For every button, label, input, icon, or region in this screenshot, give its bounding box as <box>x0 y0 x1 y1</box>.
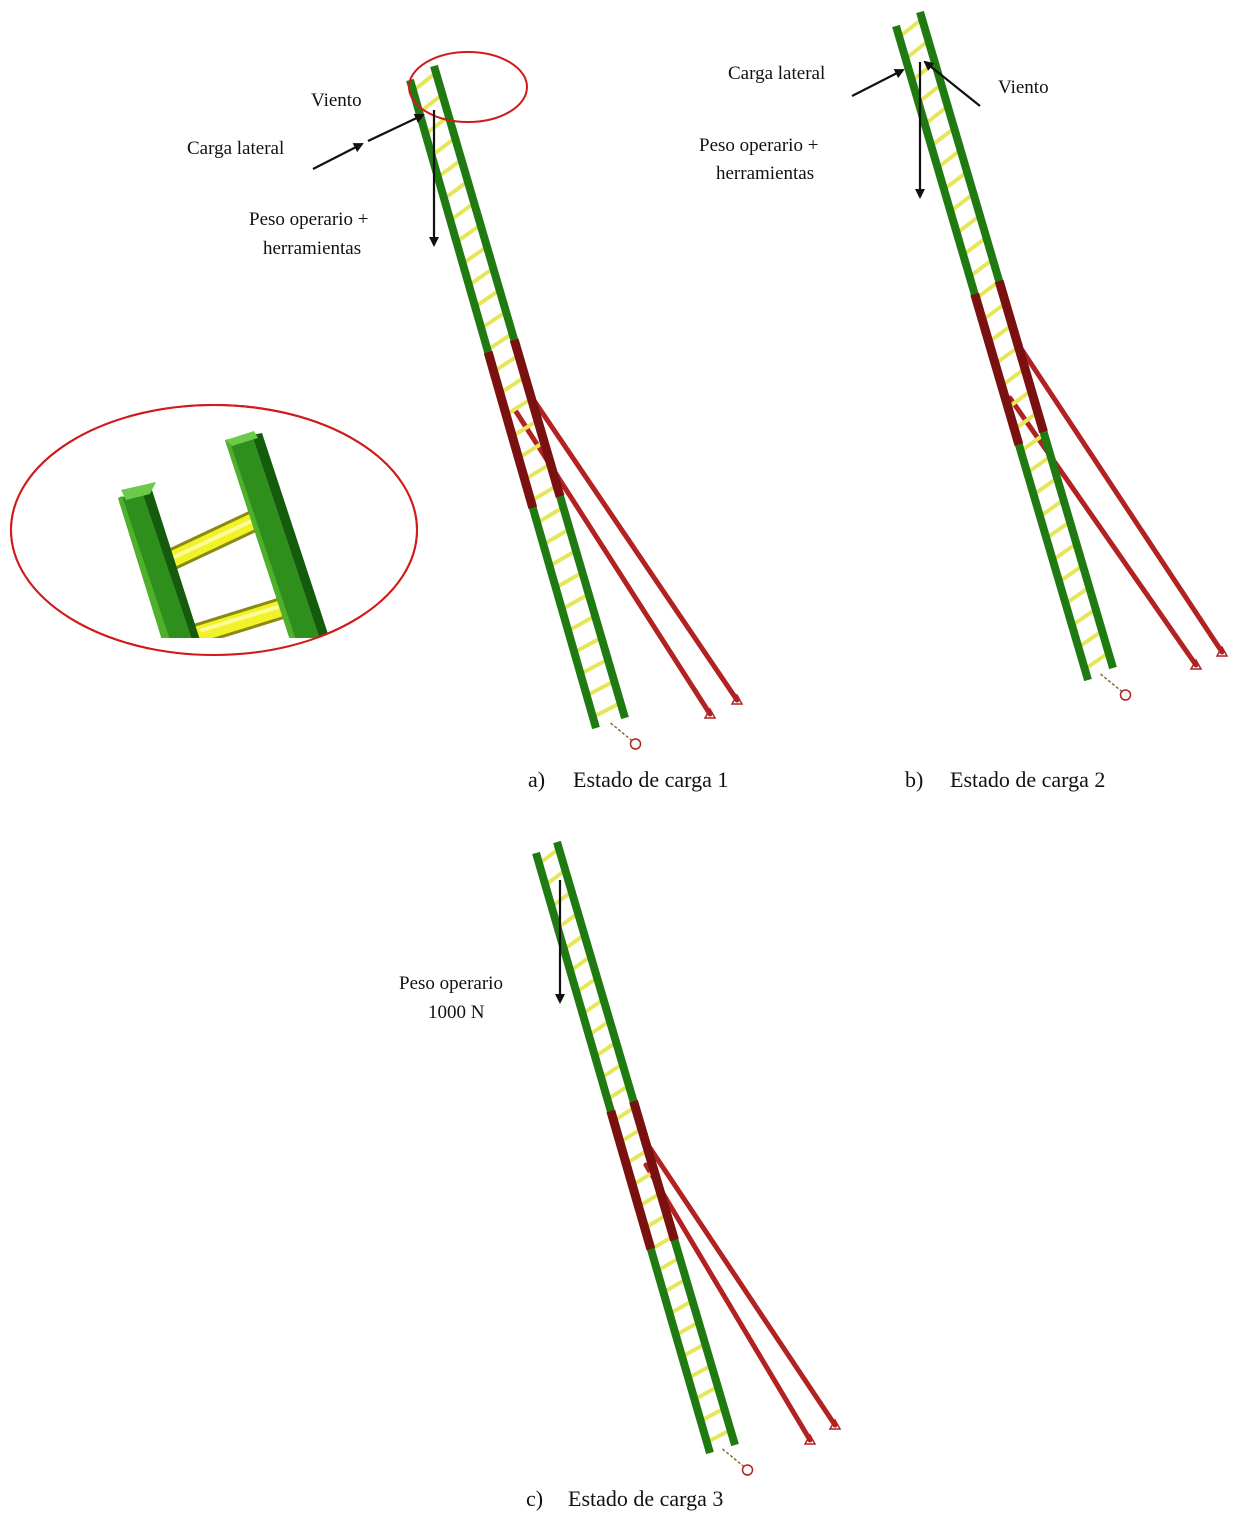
ladder-detail-zoom <box>10 404 418 658</box>
ladder-model-c <box>532 840 842 1476</box>
wind-label-b: Viento <box>998 77 1049 98</box>
wind-label-a: Viento <box>311 90 362 111</box>
brace-0 <box>1007 395 1199 668</box>
base-link <box>610 722 633 742</box>
wind-arrow-b <box>923 60 981 107</box>
caption-b-text: Estado de carga 2 <box>950 767 1105 792</box>
brace-1 <box>532 399 740 703</box>
lateral-load-arrow-a <box>312 143 364 170</box>
weight-label-b-line1: Peso operario + <box>699 135 818 156</box>
weight-label-a-line2: herramientas <box>263 238 361 259</box>
detail-left-rail <box>118 492 192 640</box>
caption-a-text: Estado de carga 1 <box>573 767 728 792</box>
weight-label-c-line2: 1000 N <box>428 1002 485 1023</box>
overlap-right <box>629 1100 679 1242</box>
brace-support-1 <box>730 693 744 705</box>
brace-support-0 <box>803 1433 817 1445</box>
brace-support-0 <box>1189 658 1203 670</box>
caption-a-letter: a) <box>528 767 545 792</box>
base-node <box>629 738 642 750</box>
overlap-left <box>606 1109 656 1251</box>
panel-c-annotations: Peso operario 1000 N <box>399 880 565 1023</box>
top-highlight-ellipse <box>408 51 528 123</box>
brace-support-1 <box>828 1418 842 1430</box>
brace-0 <box>643 1162 813 1443</box>
overlap-left <box>970 292 1024 446</box>
weight-label-c-line1: Peso operario <box>399 973 503 994</box>
caption-c-letter: c) <box>526 1486 543 1511</box>
weight-label-a-line1: Peso operario + <box>249 209 368 230</box>
detail-right-rail <box>225 435 320 640</box>
panel-b-annotations: Carga lateral Viento Peso operario + her… <box>699 60 1049 199</box>
ladder-model-b <box>892 10 1229 701</box>
base-node <box>1119 689 1132 701</box>
lateral-load-label-a: Carga lateral <box>187 138 284 159</box>
panel-a-annotations: Viento Carga lateral Peso operario + her… <box>187 90 439 259</box>
base-link <box>1100 673 1123 693</box>
brace-support-0 <box>703 707 717 719</box>
lateral-load-label-b: Carga lateral <box>728 63 825 84</box>
base-link <box>722 1448 745 1468</box>
brace-1 <box>647 1145 838 1428</box>
brace-1 <box>1019 347 1225 655</box>
overlap-left <box>483 350 538 509</box>
overlap-right <box>994 279 1048 434</box>
weight-label-b-line2: herramientas <box>716 163 814 184</box>
overlap-right <box>509 338 565 498</box>
brace-support-1 <box>1215 645 1229 657</box>
caption-b-letter: b) <box>905 767 923 792</box>
ladder-model-a <box>406 64 744 750</box>
lateral-load-arrow-b <box>851 69 905 97</box>
base-node <box>741 1464 754 1476</box>
wind-arrow-a <box>367 113 425 142</box>
caption-c-text: Estado de carga 3 <box>568 1486 723 1511</box>
